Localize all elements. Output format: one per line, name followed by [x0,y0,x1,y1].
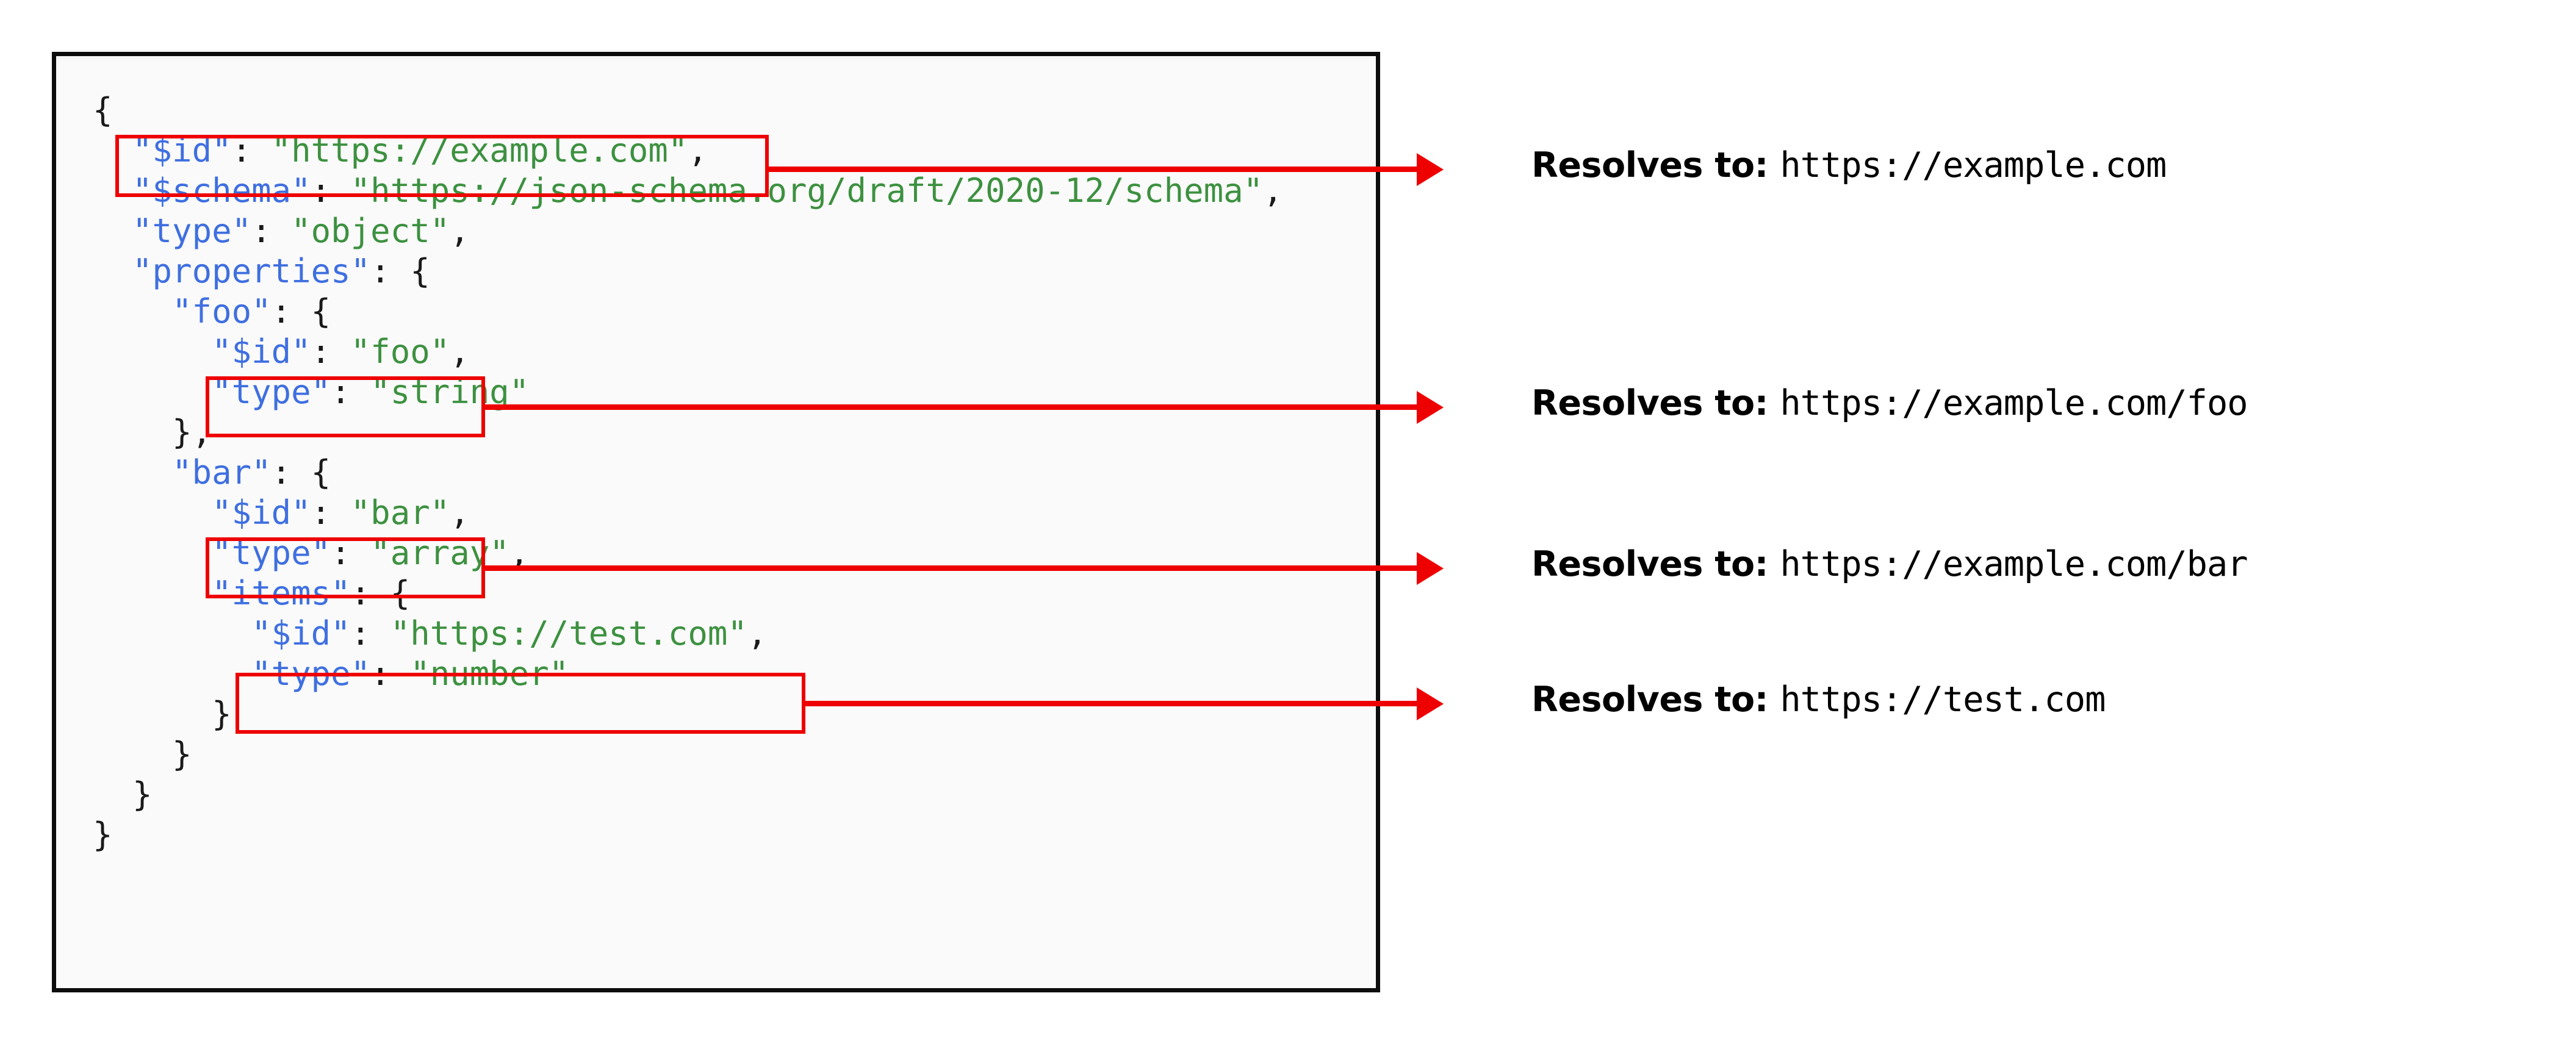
code-line-8: }, [93,413,212,451]
code-line-17: } [93,775,153,814]
annotation-1-url: https://example.com [1780,145,2167,185]
code-line-2: "$schema": "https://json-schema.org/draf… [132,171,1283,210]
code-line-0: { [93,91,113,129]
annotation-3-url: https://example.com/bar [1780,544,2248,584]
arrow-head-2 [1417,391,1444,424]
code-line-1: "$id": "https://example.com", [132,131,708,170]
code-line-4: "properties": { [132,252,430,290]
annotation-4: Resolves to: https://test.com [1531,683,2106,717]
code-line-15: } [93,695,232,733]
annotation-2-lead: Resolves to: [1531,383,1780,423]
json-code-listing: { "$id": "https://example.com", "$schema… [93,90,1283,855]
arrow-line-3 [485,565,1417,571]
arrow-head-1 [1417,153,1444,186]
annotation-4-url: https://test.com [1780,679,2106,720]
code-line-9: "bar": { [172,453,331,492]
arrow-line-4 [805,701,1417,706]
code-line-3: "type": "object", [132,212,470,250]
arrow-line-1 [769,167,1417,172]
json-code-block: { "$id": "https://example.com", "$schema… [52,52,1380,992]
code-line-14: "type": "number" [251,654,569,693]
annotation-2-url: https://example.com/foo [1780,383,2248,423]
arrow-line-2 [485,404,1417,410]
code-line-18: } [93,815,113,854]
code-line-13: "$id": "https://test.com", [251,614,768,653]
code-line-12: "items": { [212,574,411,612]
annotation-4-lead: Resolves to: [1531,679,1780,720]
annotation-1-lead: Resolves to: [1531,145,1780,185]
arrow-head-4 [1417,687,1444,720]
code-line-10: "$id": "bar", [212,493,470,532]
annotation-2: Resolves to: https://example.com/foo [1531,386,2248,421]
code-line-5: "foo": { [172,292,331,331]
arrow-head-3 [1417,552,1444,585]
annotation-3-lead: Resolves to: [1531,544,1780,584]
annotation-3: Resolves to: https://example.com/bar [1531,547,2248,582]
annotation-1: Resolves to: https://example.com [1531,145,2167,185]
code-line-6: "$id": "foo", [212,332,470,371]
code-line-16: } [93,735,192,773]
